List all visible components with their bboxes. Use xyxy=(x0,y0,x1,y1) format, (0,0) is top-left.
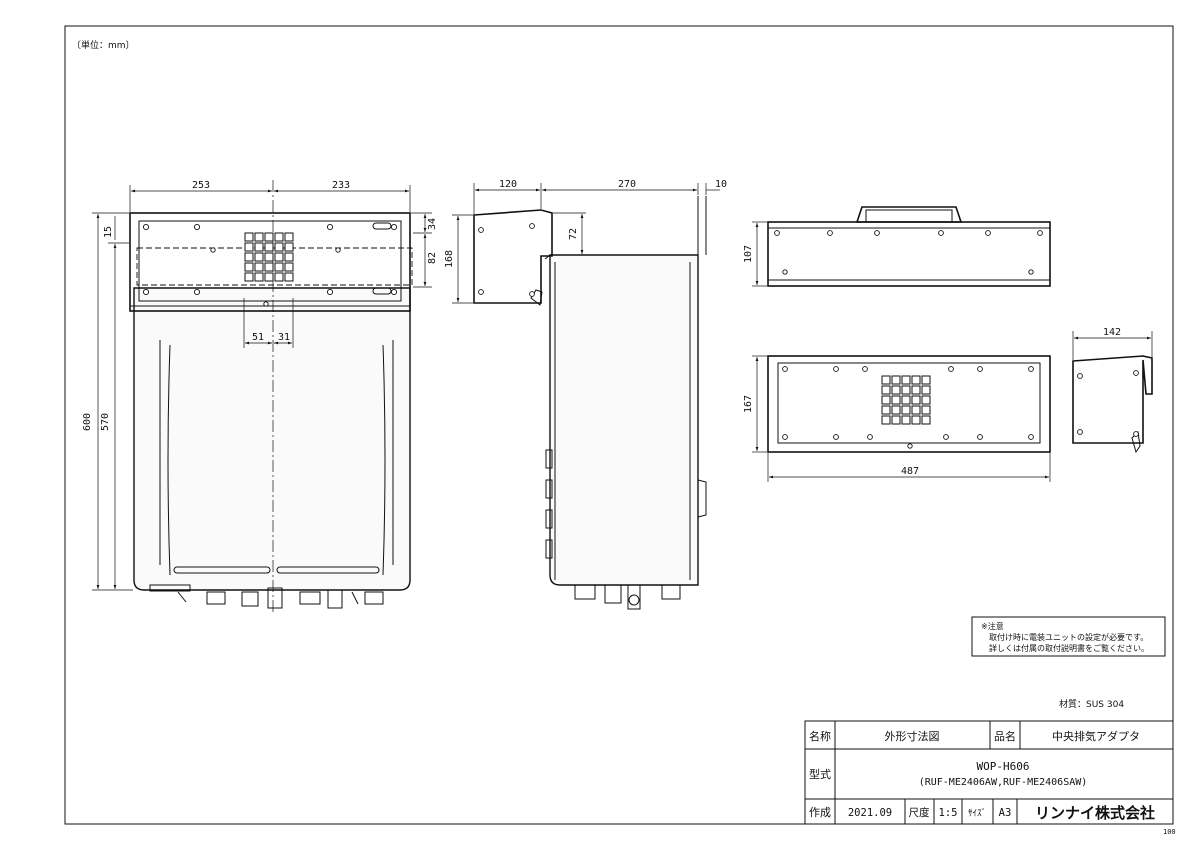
front-grille xyxy=(244,232,294,282)
dim-plate-487: 487 xyxy=(901,466,919,477)
plate-view: 167 487 xyxy=(743,355,1051,482)
dim-top-107: 107 xyxy=(743,245,754,263)
dim-front-51: 51 xyxy=(252,332,264,343)
caution-note: ※注意 取付け時に電装ユニットの設定が必要です。 詳しくは付属の取付説明書をご覧… xyxy=(971,616,1166,657)
bottom-fittings xyxy=(149,584,384,609)
dim-side-10: 10 xyxy=(715,179,727,190)
dim-front-34: 34 xyxy=(427,218,438,230)
dim-front-570: 570 xyxy=(100,413,111,431)
dim-plate-167: 167 xyxy=(743,395,754,413)
top-view: 107 xyxy=(743,206,1051,287)
made-value: 2021.09 xyxy=(848,807,892,819)
drawing-border xyxy=(64,25,1174,825)
bracket-view: 142 xyxy=(1072,327,1153,454)
model-sub: (RUF-ME2406AW,RUF-ME2406SAW) xyxy=(919,777,1088,788)
dim-side-72: 72 xyxy=(568,228,579,240)
dim-side-120: 120 xyxy=(499,179,517,190)
scale-label: 尺度 xyxy=(909,806,930,819)
note-line-1: 取付け時に電装ユニットの設定が必要です。 xyxy=(989,632,1148,642)
unit-note: 〔単位：mm〕 xyxy=(72,39,135,51)
product-label: 品名 xyxy=(994,729,1016,743)
material-label: 材質：SUS 304 xyxy=(1059,698,1124,710)
made-label: 作成 xyxy=(809,806,831,819)
page-number: 100 xyxy=(1163,828,1176,836)
dim-front-82: 82 xyxy=(427,252,438,264)
size-value: A3 xyxy=(999,807,1012,819)
model-value: WOP-H606 xyxy=(977,760,1030,773)
plate-grille xyxy=(881,375,931,425)
name-value: 外形寸法図 xyxy=(885,729,940,743)
dim-front-15: 15 xyxy=(103,226,114,238)
company-name: リンナイ株式会社 xyxy=(1035,804,1155,822)
dim-front-233: 233 xyxy=(332,180,350,191)
scale-value: 1:5 xyxy=(939,807,958,819)
dim-side-270: 270 xyxy=(618,179,636,190)
side-view: 120 270 10 168 72 xyxy=(444,179,727,610)
title-block: 名称 外形寸法図 品名 中央排気アダプタ 型式 WOP-H606 (RUF-ME… xyxy=(804,720,1174,825)
size-label: ｻｲｽﾞ xyxy=(968,808,986,819)
note-line-2: 詳しくは付属の取付説明書をご覧ください。 xyxy=(989,643,1149,653)
note-title: ※注意 xyxy=(981,621,1004,631)
dim-front-253: 253 xyxy=(192,180,210,191)
dim-side-168: 168 xyxy=(444,250,455,268)
product-value: 中央排気アダプタ xyxy=(1052,729,1140,743)
dim-front-600: 600 xyxy=(82,413,93,431)
name-label: 名称 xyxy=(809,729,831,743)
front-view: 253 233 15 600 570 34 82 51 31 xyxy=(82,180,438,615)
dim-front-31: 31 xyxy=(278,332,290,343)
dim-bracket-142: 142 xyxy=(1103,327,1121,338)
model-label: 型式 xyxy=(809,767,831,781)
